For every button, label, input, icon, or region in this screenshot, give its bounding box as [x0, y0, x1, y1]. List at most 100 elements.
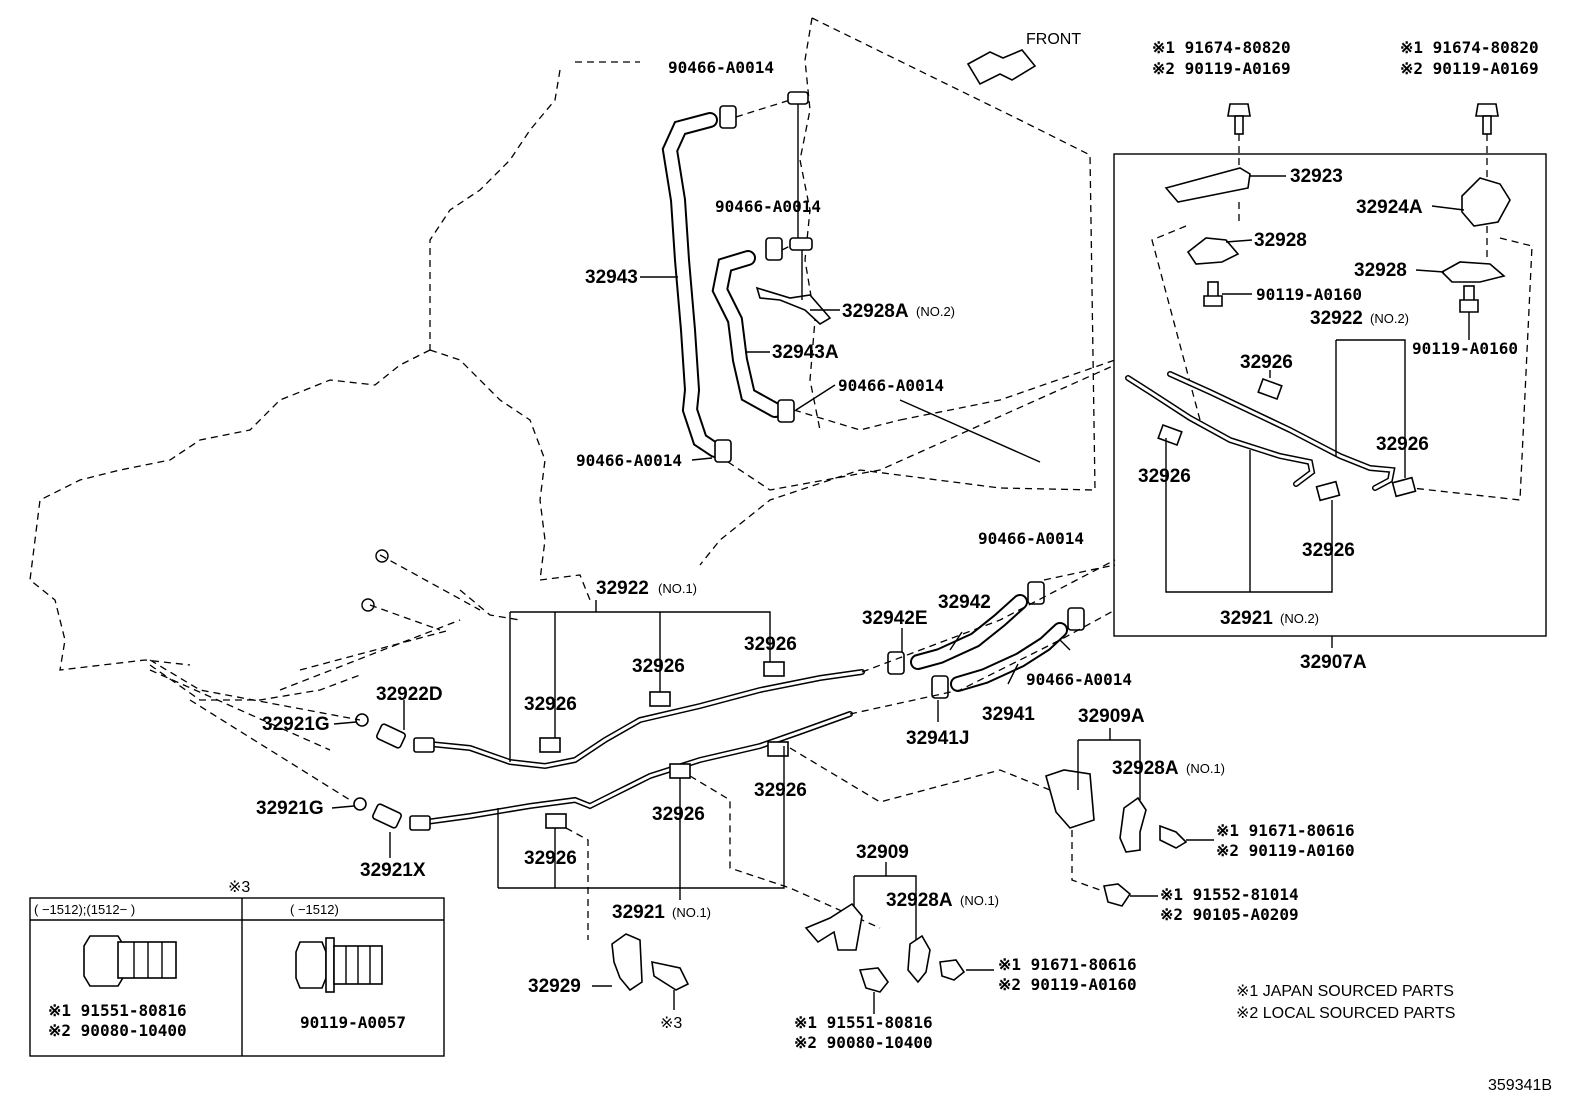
bracket-32928a-icon	[755, 286, 832, 325]
label-90119-a0160-r: 90119-A0160	[1412, 339, 1518, 358]
bracket-32928-r-icon	[1440, 261, 1506, 283]
inset-col1-header: ( −1512);(1512− )	[34, 902, 135, 917]
label-90466-left: 90466-A0014	[576, 451, 682, 470]
label-90119-a0160-l: 90119-A0160	[1256, 285, 1362, 304]
label-32921-no2: 32921	[1220, 608, 1273, 629]
label-32926-r1: 32926	[1240, 352, 1293, 373]
inset-table	[29, 897, 445, 1057]
label-32926-r4: 32926	[1302, 540, 1355, 561]
hose-32941-icon	[950, 622, 1068, 692]
label-32926-r3: 32926	[1138, 466, 1191, 487]
label-no1-c: (NO.1)	[1186, 761, 1225, 776]
bolt-icon	[1203, 281, 1479, 313]
label-32943: 32943	[585, 267, 638, 288]
label-32922d: 32922D	[376, 684, 443, 705]
inset-col1-part2: ※2 90080-10400	[48, 1021, 187, 1040]
label-bolt-tl-2: ※2 90119-A0169	[1152, 59, 1291, 78]
label-32928-r: 32928	[1354, 260, 1407, 281]
label-32907a: 32907A	[1300, 652, 1367, 673]
transmission-outline	[29, 17, 1096, 701]
inset-col2-part1: 90119-A0057	[300, 1013, 406, 1032]
label-32928a-no1-a: 32928A	[1112, 758, 1179, 779]
label-bolt-tr-2: ※2 90119-A0169	[1400, 59, 1539, 78]
label-bolt-tr-1: ※1 91674-80820	[1400, 38, 1539, 57]
pipe-32921-no1	[423, 711, 853, 825]
hose-32943-icon	[661, 112, 723, 458]
label-32941j: 32941J	[906, 728, 969, 749]
hose-32942-icon	[910, 594, 1028, 670]
label-32942e: 32942E	[862, 608, 928, 629]
front-arrow-icon	[966, 49, 1037, 86]
legend-note2: ※2 LOCAL SOURCED PARTS	[1236, 1005, 1455, 1022]
label-32926-l2: 32926	[632, 656, 685, 677]
label-b2-2: ※2 90105-A0209	[1160, 905, 1299, 924]
label-90466-hose-b: 90466-A0014	[1026, 670, 1132, 689]
label-bolt-tl-1: ※1 91674-80820	[1152, 38, 1291, 57]
bracket-32928a-b-icon	[907, 934, 931, 984]
label-32926-l3: 32926	[524, 694, 577, 715]
label-32942: 32942	[938, 592, 991, 613]
bracket-32928a-icon	[1119, 796, 1147, 853]
label-32921-no1: 32921	[612, 902, 665, 923]
label-32926-l1: 32926	[744, 634, 797, 655]
label-b3-2: ※2 90119-A0160	[998, 975, 1137, 994]
label-no1-b: (NO.1)	[672, 905, 711, 920]
label-b4-2: ※2 90080-10400	[794, 1033, 933, 1052]
label-32928a-no2: 32928A	[842, 301, 909, 322]
label-32943a: 32943A	[772, 342, 839, 363]
grommet-32926-icon	[1157, 377, 1417, 502]
label-32924a: 32924A	[1356, 197, 1423, 218]
label-no1-d: (NO.1)	[960, 893, 999, 908]
bolt-icon	[651, 824, 1188, 993]
label-32922-no2: 32922	[1310, 308, 1363, 329]
bolt-icon	[1227, 103, 1499, 135]
label-90466-mid: 90466-A0014	[715, 197, 821, 216]
label-32909a: 32909A	[1078, 706, 1145, 727]
label-b1-2: ※2 90119-A0160	[1216, 841, 1355, 860]
label-32923: 32923	[1290, 166, 1343, 187]
label-90466-top: 90466-A0014	[668, 58, 774, 77]
label-b2-1: ※1 91552-81014	[1160, 885, 1299, 904]
bracket-32909-icon	[804, 902, 863, 951]
label-32926-l6: 32926	[524, 848, 577, 869]
case-boss-icon	[361, 549, 389, 612]
pipe-fitting-icon	[353, 713, 435, 831]
label-32922-no1: 32922	[596, 578, 649, 599]
bracket-32909a-icon	[1045, 769, 1095, 829]
label-32921x: 32921X	[360, 860, 426, 881]
label-32929: 32929	[528, 976, 581, 997]
pipe-32922-no2	[1167, 371, 1396, 491]
leader-lines	[640, 99, 1116, 491]
label-32926-l4: 32926	[754, 780, 807, 801]
hose-clamp-icon	[714, 91, 813, 463]
grommet-32926-icon	[539, 661, 789, 829]
label-32941: 32941	[982, 704, 1035, 725]
washer-bolt-icon	[295, 937, 383, 993]
hose-32943a-icon	[711, 250, 783, 418]
label-32909: 32909	[856, 842, 909, 863]
pipe-32922-no1	[427, 669, 865, 770]
bracket-32924a-icon	[1461, 177, 1511, 227]
label-b3-1: ※1 91671-80616	[998, 955, 1137, 974]
label-no2-c: (NO.2)	[1280, 611, 1319, 626]
label-90466-hose-a: 90466-A0014	[978, 529, 1084, 548]
inset-col2-header: ( −1512)	[290, 902, 339, 917]
bracket-32928-l-icon	[1186, 237, 1240, 265]
front-label: FRONT	[1026, 31, 1081, 48]
inset-col1-part1: ※1 91551-80816	[48, 1001, 187, 1020]
leader-lines	[149, 559, 1116, 940]
label-90466-right: 90466-A0014	[838, 376, 944, 395]
label-mark3: ※3	[660, 1015, 682, 1032]
label-no1-a: (NO.1)	[658, 581, 697, 596]
label-32921g-b: 32921G	[256, 798, 324, 819]
label-b1-1: ※1 91671-80616	[1216, 821, 1355, 840]
bracket-32929-icon	[611, 933, 643, 992]
pipe-32921-no2	[1125, 375, 1316, 487]
label-b4-1: ※1 91551-80816	[794, 1013, 933, 1032]
label-32921g-a: 32921G	[262, 714, 330, 735]
label-no2-a: (NO.2)	[916, 304, 955, 319]
legend-note1: ※1 JAPAN SOURCED PARTS	[1236, 983, 1454, 1000]
flange-bolt-icon	[83, 935, 177, 987]
